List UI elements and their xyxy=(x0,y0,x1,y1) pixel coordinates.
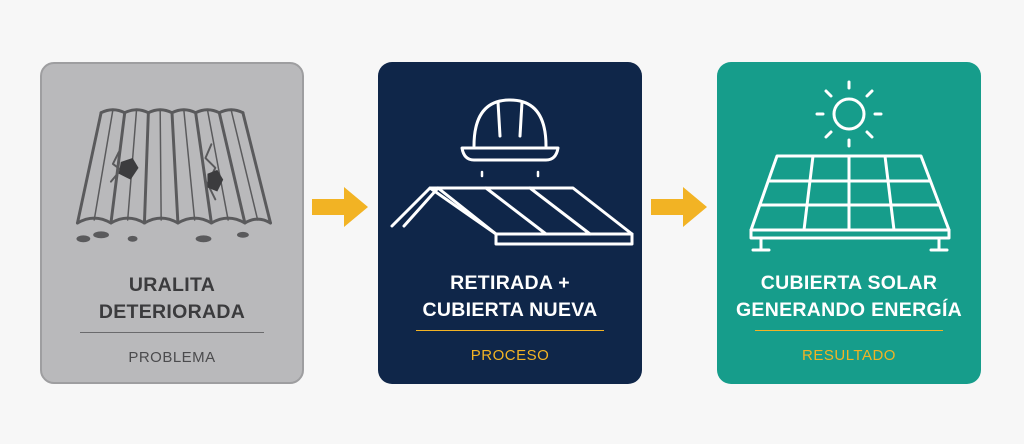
card-title: CUBIERTA SOLAR GENERANDO ENERGÍA xyxy=(717,270,981,324)
card-tag: PROBLEMA xyxy=(128,349,216,366)
arrow-right-icon xyxy=(651,187,707,227)
solar-panel-sun-icon xyxy=(749,80,951,252)
hard-hat-roof-icon xyxy=(390,98,634,246)
divider xyxy=(755,330,943,331)
card-title: RETIRADA + CUBIERTA NUEVA xyxy=(378,270,642,324)
divider xyxy=(416,330,604,331)
arrow-right-icon xyxy=(312,187,368,227)
card-tag: RESULTADO xyxy=(802,347,896,364)
result-card: CUBIERTA SOLAR GENERANDO ENERGÍA RESULTA… xyxy=(717,62,981,384)
broken-roof-icon xyxy=(75,108,272,243)
card-title-line: CUBIERTA SOLAR xyxy=(760,272,938,294)
card-title-line: URALITA xyxy=(128,274,216,296)
problem-card: URALITA DETERIORADA PROBLEMA xyxy=(40,62,304,384)
card-title-line: DETERIORADA xyxy=(98,301,246,323)
card-title: URALITA DETERIORADA xyxy=(42,272,302,326)
card-title-line: CUBIERTA NUEVA xyxy=(422,299,598,321)
card-tag: PROCESO xyxy=(470,347,550,364)
card-title-line: GENERANDO ENERGÍA xyxy=(735,299,963,321)
divider xyxy=(80,332,264,333)
card-title-line: RETIRADA + xyxy=(450,272,570,294)
process-card: RETIRADA + CUBIERTA NUEVA PROCESO xyxy=(378,62,642,384)
